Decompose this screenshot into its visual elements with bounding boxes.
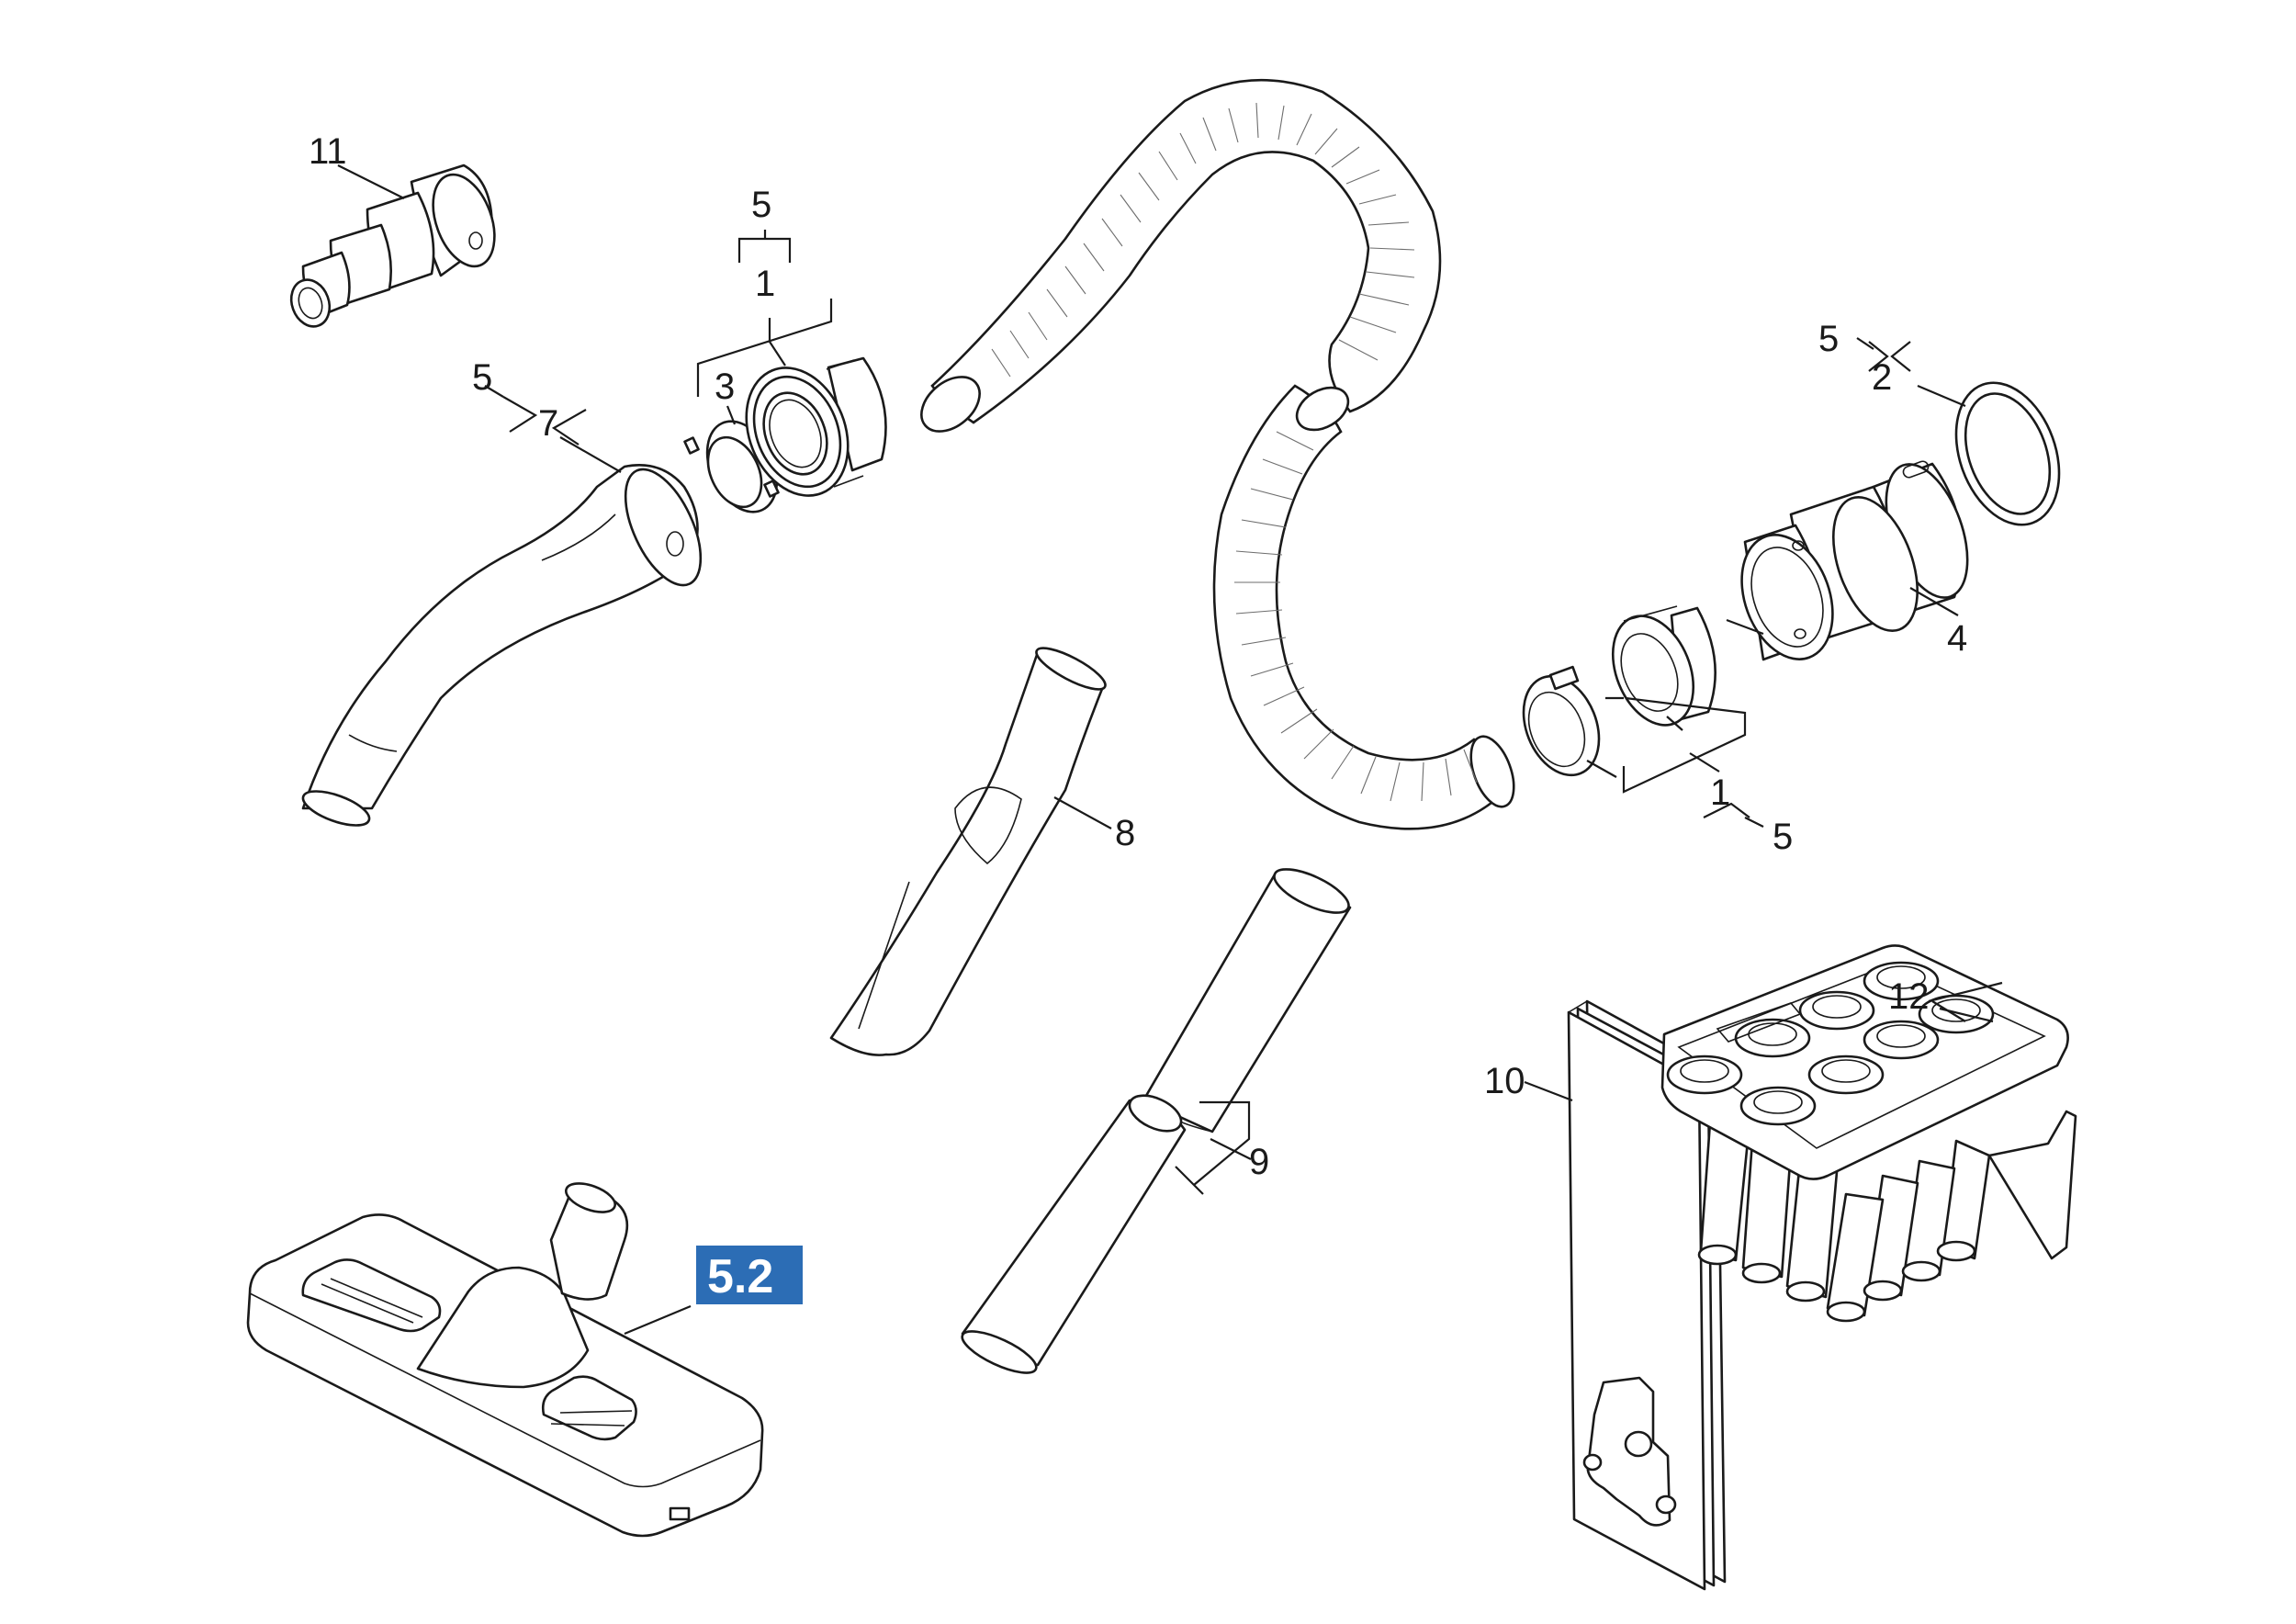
bracket-1-right (1586, 696, 1764, 828)
bracket-9 (1175, 1100, 1252, 1195)
bracket-2 (1856, 337, 1966, 408)
clip-ring-icon (683, 420, 780, 513)
hose-ribs (991, 102, 1478, 802)
clip-ring-right-icon (1522, 665, 1601, 777)
cartridge-filter-icon (1660, 944, 2077, 1323)
bracket-7 (502, 396, 587, 445)
label-2: 2 (1872, 357, 1892, 398)
badge-5-2[interactable]: 5.2 (696, 1246, 803, 1304)
hose-elbow-handle-icon (301, 436, 703, 827)
extension-tube-icon (961, 868, 1352, 1374)
label-5-left: 5 (472, 357, 492, 398)
label-5-bottom-right: 5 (1773, 817, 1793, 857)
label-1-right: 1 (1710, 773, 1730, 813)
filter-bag-icon (1524, 999, 1727, 1591)
seal-ring-icon (1954, 381, 2061, 526)
label-12: 12 (1888, 976, 1930, 1017)
label-5-top: 5 (751, 185, 771, 225)
floor-nozzle-icon (246, 1182, 764, 1538)
label-5-right: 5 (1818, 319, 1839, 359)
label-7: 7 (538, 403, 558, 444)
crevice-nozzle-icon (829, 647, 1112, 1056)
label-9: 9 (1249, 1142, 1269, 1182)
reducer-adapter-icon (289, 164, 496, 328)
label-4: 4 (1947, 618, 1967, 659)
label-11: 11 (309, 131, 347, 172)
suction-hose-icon (920, 78, 1515, 830)
hose-coupling-right-icon (1611, 605, 1716, 727)
hose-coupling-icon (745, 356, 887, 497)
badge-label: 5.2 (707, 1250, 773, 1303)
label-3: 3 (715, 367, 735, 407)
hose-connector-icon (1740, 460, 1969, 661)
label-8: 8 (1115, 813, 1135, 853)
label-1-top: 1 (755, 264, 775, 304)
label-10: 10 (1484, 1061, 1525, 1101)
bracket-1-top (696, 230, 833, 397)
